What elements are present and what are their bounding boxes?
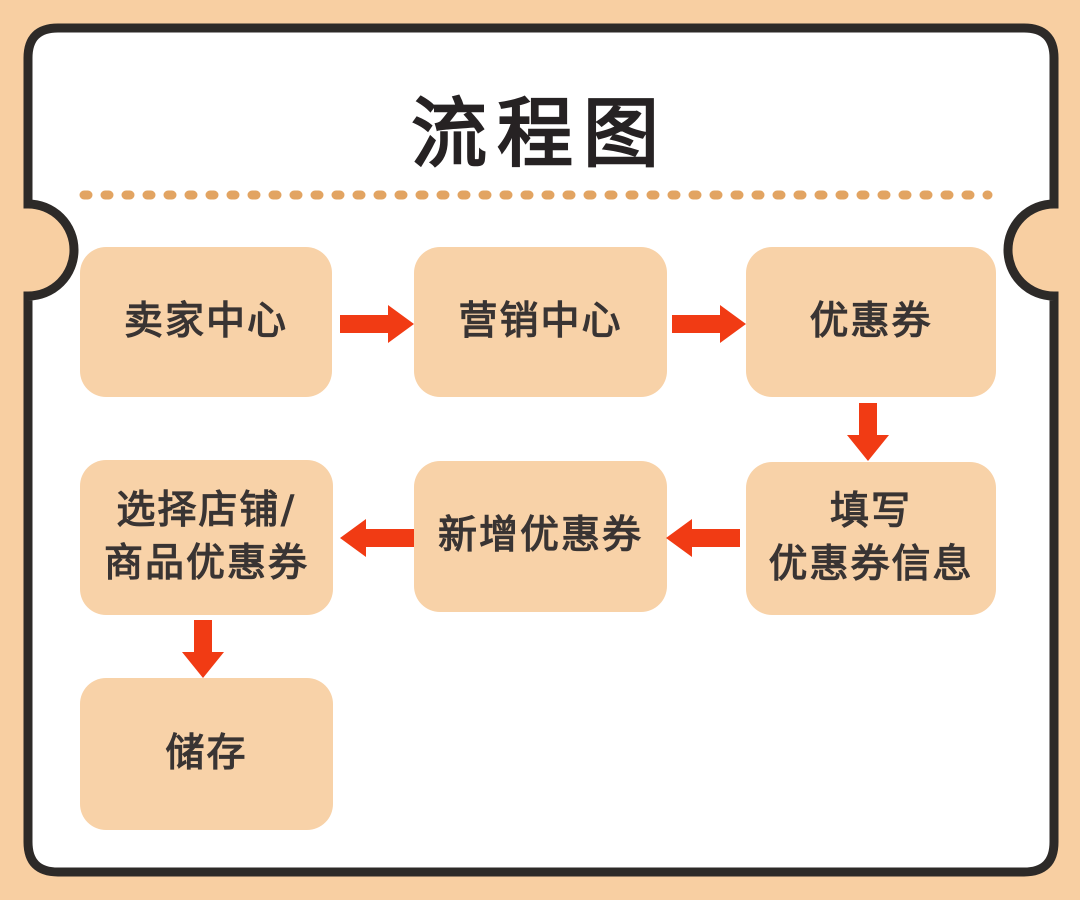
flow-node-marketing-center: 营销中心 <box>414 247 667 397</box>
ticket-card-outline <box>23 23 1059 877</box>
arrow-down-icon <box>182 620 224 678</box>
page-title: 流程图 <box>411 89 669 178</box>
flow-node-select-shop-product-coupon: 选择店铺/ 商品优惠券 <box>80 460 333 615</box>
flow-node-label: 新增优惠券 <box>437 513 643 559</box>
arrow-left-icon <box>340 519 414 557</box>
arrow-right-icon <box>340 305 414 343</box>
flow-node-fill-coupon-info: 填写 优惠券信息 <box>746 462 996 615</box>
arrow-left-icon <box>666 519 740 557</box>
flow-node-label: 营销中心 <box>458 298 623 344</box>
flow-node-coupon: 优惠券 <box>746 247 996 397</box>
arrow-down-icon <box>847 403 889 461</box>
flow-node-seller-center: 卖家中心 <box>80 247 332 397</box>
flow-node-label: 优惠券 <box>809 298 933 344</box>
flow-node-label: 储存 <box>165 730 248 776</box>
flow-node-label: 填写 优惠券信息 <box>768 488 974 587</box>
flow-node-label: 选择店铺/ 商品优惠券 <box>103 487 309 586</box>
flow-node-save: 储存 <box>80 678 333 830</box>
flow-node-add-coupon: 新增优惠券 <box>414 461 667 612</box>
flow-node-label: 卖家中心 <box>123 298 288 344</box>
arrow-right-icon <box>672 305 746 343</box>
